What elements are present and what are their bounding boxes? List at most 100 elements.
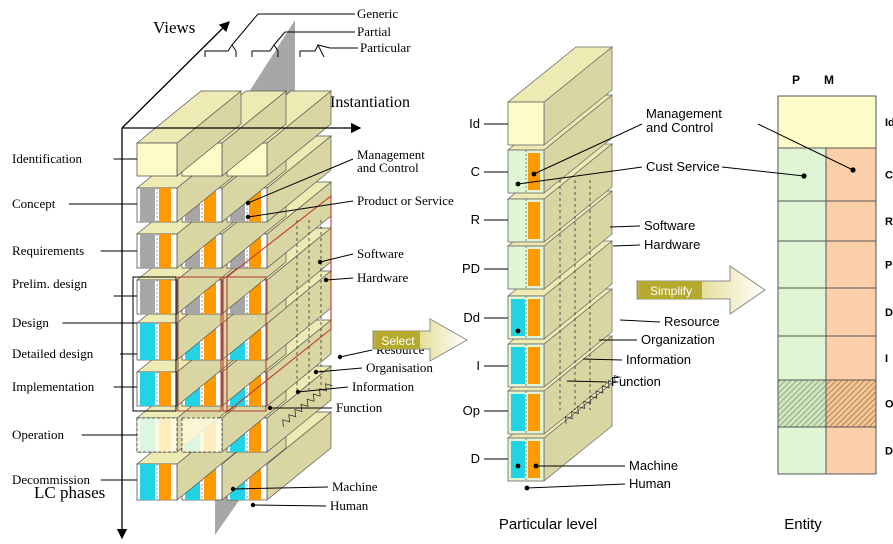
- highlight-generic: [132, 276, 177, 412]
- highlight-design-plane: [226, 194, 332, 414]
- phase-label-5: Detailed design: [12, 346, 94, 361]
- highlight-partial: [177, 276, 222, 412]
- operation-dashed-block: [181, 417, 223, 453]
- entity-cell-M-3: [825, 240, 877, 289]
- aspect-leader: [232, 486, 329, 490]
- mid-aspect-leader: [612, 244, 641, 247]
- block-detailed-design-col0: [136, 371, 178, 407]
- mid-aspect-leader: [582, 358, 623, 361]
- mid-phase-label-5: I: [476, 358, 480, 373]
- instantiation-title: Instantiation: [330, 94, 410, 111]
- mid-aspect-dot: [515, 463, 521, 469]
- mid-phase-label-3: PD: [462, 261, 480, 276]
- select-arrow: Select: [372, 318, 469, 362]
- entity-connector: [757, 123, 854, 171]
- aspect-dot: [230, 486, 236, 492]
- aspect-label-1: Product or Service: [357, 193, 454, 208]
- particular-level-caption: Particular level: [499, 516, 597, 533]
- block-identification-col0: [136, 142, 178, 177]
- aspect-label-2: Software: [357, 246, 404, 261]
- aspect-dot: [295, 389, 301, 395]
- view-label-particular: Particular: [360, 40, 411, 55]
- aspect-dot: [313, 369, 319, 375]
- entity-row-label-4: D: [885, 307, 893, 319]
- aspect-label-9: Human: [330, 498, 369, 513]
- left-phase-labels: IdentificationConceptRequirementsPrelim.…: [12, 151, 137, 487]
- mid-aspect-label-9: Human: [629, 476, 671, 491]
- entity-cell-M-7: [825, 426, 877, 475]
- entity-col-header-P: P: [792, 73, 800, 87]
- entity-row-label-0: Id: [885, 117, 893, 129]
- mid-aspect-dot: [524, 485, 530, 491]
- aspect-label-5: Organisation: [366, 360, 433, 375]
- aspect-dot: [267, 405, 273, 411]
- mid-aspect-leader: [533, 123, 643, 175]
- mid-block-1: [507, 149, 545, 194]
- entity-row-id: [777, 95, 877, 149]
- mid-block-2: [507, 198, 545, 243]
- entity-row-label-3: P: [885, 260, 892, 272]
- entity-caption: Entity: [784, 516, 822, 533]
- entity-row-label-6: O: [885, 399, 893, 411]
- highlight-particular: [222, 276, 267, 412]
- block-prelim-design-col0: [136, 279, 178, 315]
- mid-aspect-leader: [609, 225, 641, 228]
- simplify-label: Simplify: [650, 284, 692, 298]
- mid-phase-label-4: Dd: [463, 310, 480, 325]
- mid-aspect-label-8: Machine: [629, 458, 678, 473]
- entity-row-label-5: I: [885, 353, 888, 365]
- mid-block-6: [507, 390, 545, 435]
- phase-label-3: Prelim. design: [12, 276, 88, 291]
- mid-aspect-leader: [526, 483, 626, 489]
- entity-cell-P-6: [777, 379, 827, 428]
- aspect-dot: [337, 354, 343, 360]
- entity-cell-M-4: [825, 287, 877, 337]
- entity-row-label-2: R: [885, 216, 893, 228]
- aspect-label-7: Function: [336, 400, 383, 415]
- aspect-dot: [245, 214, 251, 220]
- entity-cell-M-6: [825, 379, 877, 428]
- mid-aspect-label-1: Cust Service: [646, 159, 720, 174]
- phase-label-8: Decommission: [12, 472, 90, 487]
- entity-row-label-1: C: [885, 170, 893, 182]
- entity-cell-M-2: [825, 200, 877, 242]
- view-label-generic: Generic: [357, 6, 398, 21]
- aspect-leader: [247, 158, 354, 204]
- entity-cell-M-1: [825, 147, 877, 202]
- views-title: Views: [153, 18, 195, 37]
- phase-label-6: Implementation: [12, 379, 95, 394]
- phase-label-4: Design: [12, 315, 49, 330]
- entity-cell-M-5: [825, 335, 877, 381]
- mid-aspect-dot: [515, 181, 521, 187]
- aspect-label-6: Information: [352, 379, 415, 394]
- entity-cell-P-2: [777, 200, 827, 242]
- mid-aspect-label-5: Organization: [641, 332, 715, 347]
- entity-cell-P-5: [777, 335, 827, 381]
- mid-block-7: [507, 437, 545, 482]
- aspect-leader: [315, 367, 363, 373]
- aspect-leader: [247, 200, 354, 218]
- mid-aspect-leader: [566, 380, 608, 383]
- aspect-leader: [297, 386, 349, 393]
- mid-aspect-label-2: Software: [644, 218, 695, 233]
- view-label-partial: Partial: [357, 24, 391, 39]
- particular-level-column: [507, 46, 622, 482]
- entity-cell-P-4: [777, 287, 827, 337]
- aspect-label-3: Hardware: [357, 270, 408, 285]
- entity-cell-P-3: [777, 240, 827, 289]
- select-label: Select: [381, 334, 415, 348]
- mid-block-3: [507, 245, 545, 290]
- aspect-label-8: Machine: [332, 479, 378, 494]
- block-requirements-col0: [136, 233, 178, 269]
- mid-aspect-label-6: Information: [626, 352, 691, 367]
- block-concept-col0: [136, 187, 178, 223]
- mid-aspect-label-7: Function: [611, 374, 661, 389]
- simplify-arrow: Simplify: [636, 265, 766, 315]
- mid-block-0: [507, 101, 545, 146]
- mid-aspect-dot: [515, 328, 521, 334]
